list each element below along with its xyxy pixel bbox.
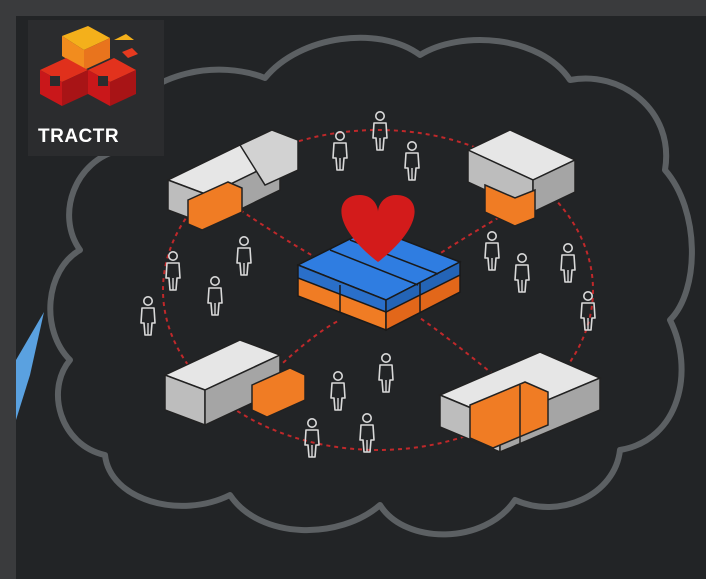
person-icon	[140, 295, 156, 336]
block-group-bottom-right	[438, 351, 602, 454]
blue-arrow-shape	[16, 312, 44, 420]
person-icon	[378, 352, 394, 393]
person-icon	[359, 412, 375, 453]
block-group-bottom-left	[163, 339, 306, 427]
person-icon	[514, 253, 530, 293]
person-icon	[304, 417, 320, 458]
person-icon	[560, 243, 576, 283]
person-icon	[332, 131, 348, 171]
person-icon	[236, 236, 252, 276]
person-icon	[404, 141, 420, 181]
person-icon	[330, 370, 346, 411]
person-icon	[580, 290, 596, 331]
block-group-top-right	[466, 129, 577, 227]
person-icon	[207, 275, 223, 316]
left-frame-bar	[0, 0, 16, 579]
central-blocks-icon	[296, 227, 462, 332]
top-frame-bar	[0, 0, 706, 16]
network-ring	[162, 129, 594, 451]
person-icon	[484, 231, 500, 271]
block-group-top-left	[166, 129, 299, 231]
brand-name: TRACTR	[38, 126, 120, 147]
cloud-outline	[47, 34, 695, 538]
tractr-logo-icon	[40, 26, 138, 106]
heart-icon	[341, 195, 415, 262]
